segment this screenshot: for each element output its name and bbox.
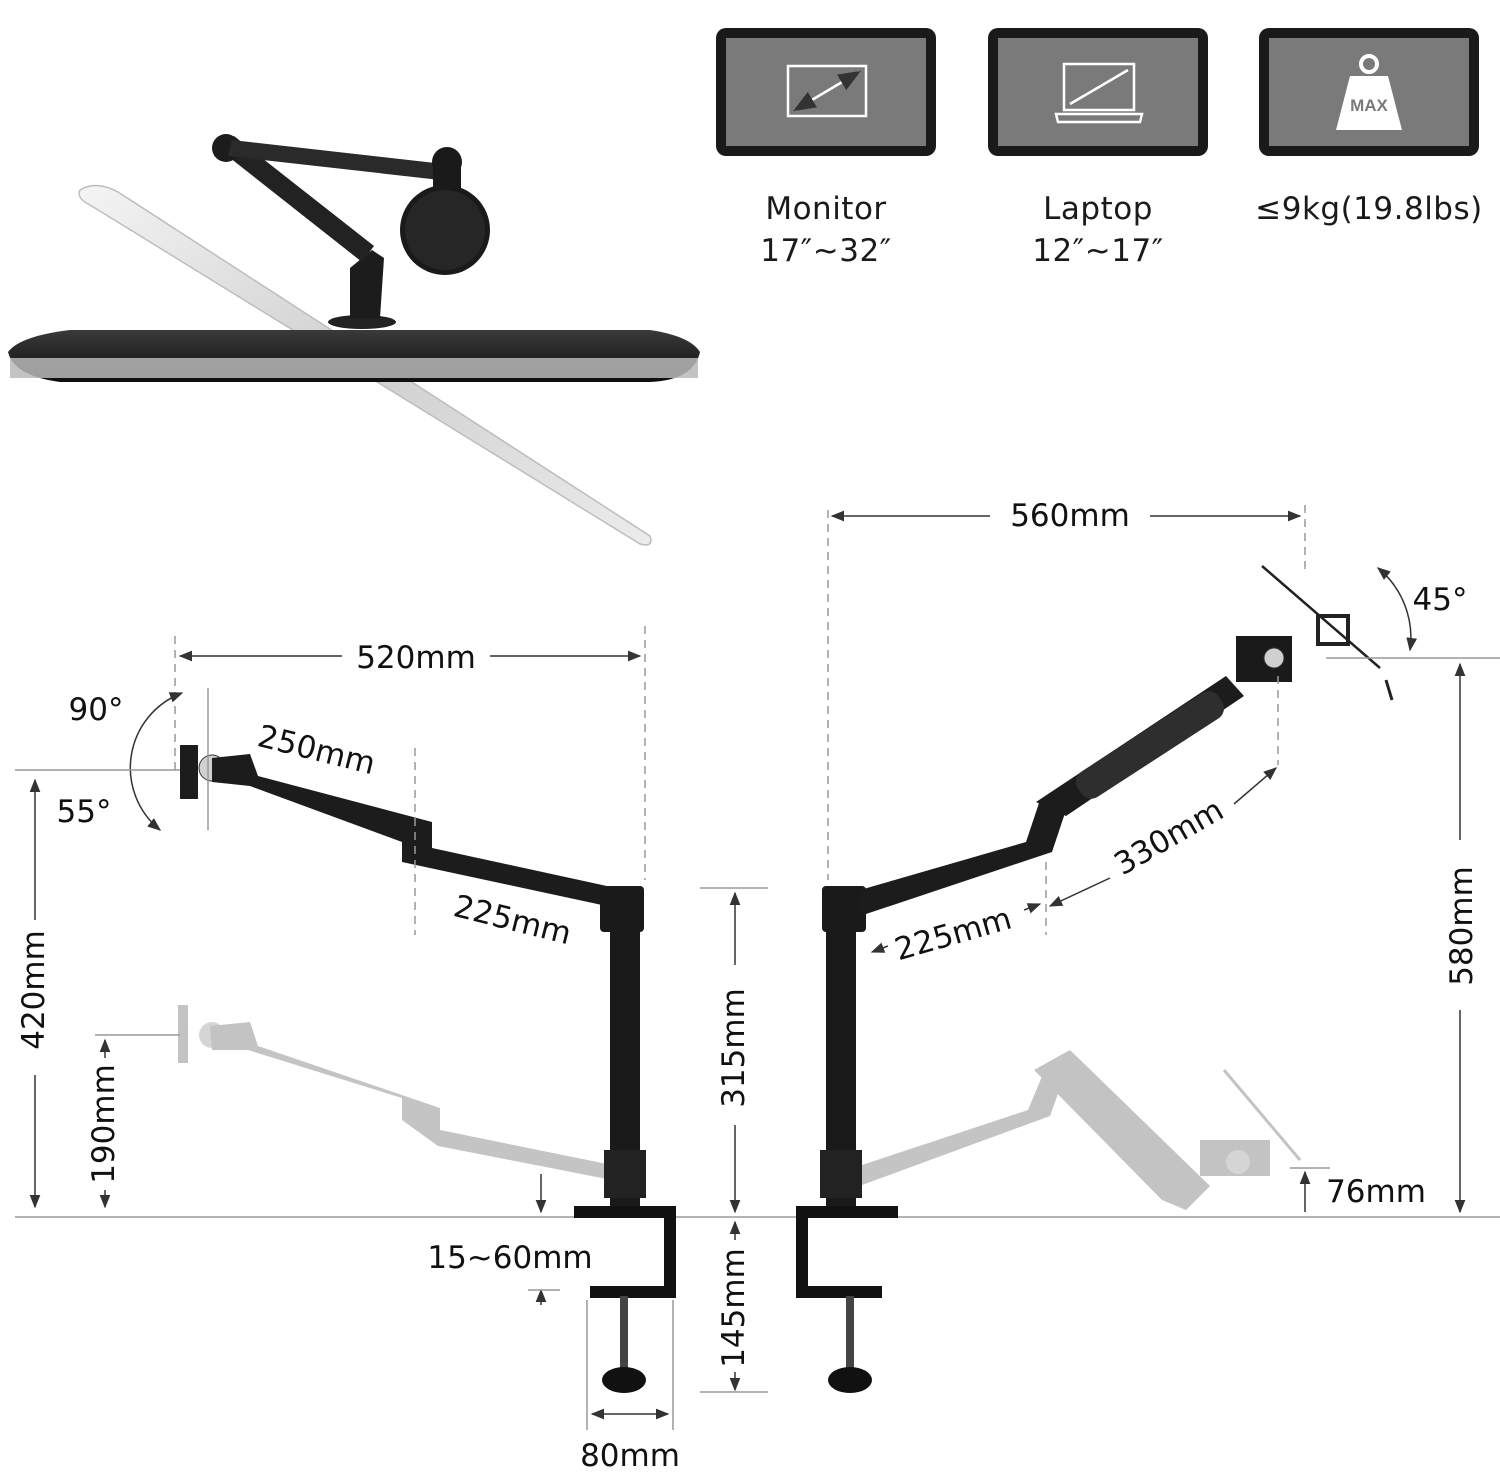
laptop-spec-title: Laptop xyxy=(1043,191,1153,227)
weight-spec-caption: ≤9kg(19.8lbs) xyxy=(1249,188,1489,230)
right-total-reach-label: 560mm xyxy=(1010,498,1130,534)
right-arm-assembly xyxy=(796,565,1394,1393)
max-weight-icon-label: MAX xyxy=(1350,96,1388,115)
left-lower-arm-label: 225mm xyxy=(450,888,575,952)
left-max-height-label: 420mm xyxy=(16,930,52,1050)
left-arm-lowered-ghost xyxy=(178,1005,612,1180)
laptop-spec-range: 12″~17″ xyxy=(1032,233,1164,269)
monitor-size-icon xyxy=(716,28,936,156)
right-lower-arm-label: 225mm xyxy=(891,901,1016,969)
laptop-size-icon xyxy=(988,28,1208,156)
right-max-height-label: 580mm xyxy=(1444,866,1480,986)
clamp-width-label: 80mm xyxy=(580,1438,680,1473)
clamp-height-label: 145mm xyxy=(716,1248,752,1368)
right-min-height-label: 76mm xyxy=(1326,1174,1426,1210)
weight-spec-value: ≤9kg(19.8lbs) xyxy=(1255,191,1483,227)
left-upper-arm-label: 250mm xyxy=(254,718,379,782)
laptop-spec-caption: Laptop 12″~17″ xyxy=(978,188,1218,272)
right-arm-lowered-ghost xyxy=(862,1050,1302,1210)
left-dimension-lines xyxy=(15,626,768,1430)
monitor-spec-title: Monitor xyxy=(765,191,887,227)
monitor-spec-caption: Monitor 17″~32″ xyxy=(706,188,946,272)
max-weight-icon: MAX xyxy=(1259,28,1479,156)
product-illustration xyxy=(8,134,700,546)
left-tilt-up-label: 90° xyxy=(69,692,124,728)
left-min-height-label: 190mm xyxy=(86,1064,122,1184)
desk-thickness-label: 15~60mm xyxy=(427,1240,592,1276)
left-arm-assembly xyxy=(180,745,676,1393)
right-dimension-lines xyxy=(827,505,1500,1214)
right-tilt-label: 45° xyxy=(1413,582,1468,618)
left-tilt-down-label: 55° xyxy=(57,794,112,830)
right-gas-arm-label: 330mm xyxy=(1108,792,1230,883)
left-total-reach-label: 520mm xyxy=(356,640,476,676)
monitor-spec-range: 17″~32″ xyxy=(760,233,892,269)
pole-height-label: 315mm xyxy=(716,988,752,1108)
